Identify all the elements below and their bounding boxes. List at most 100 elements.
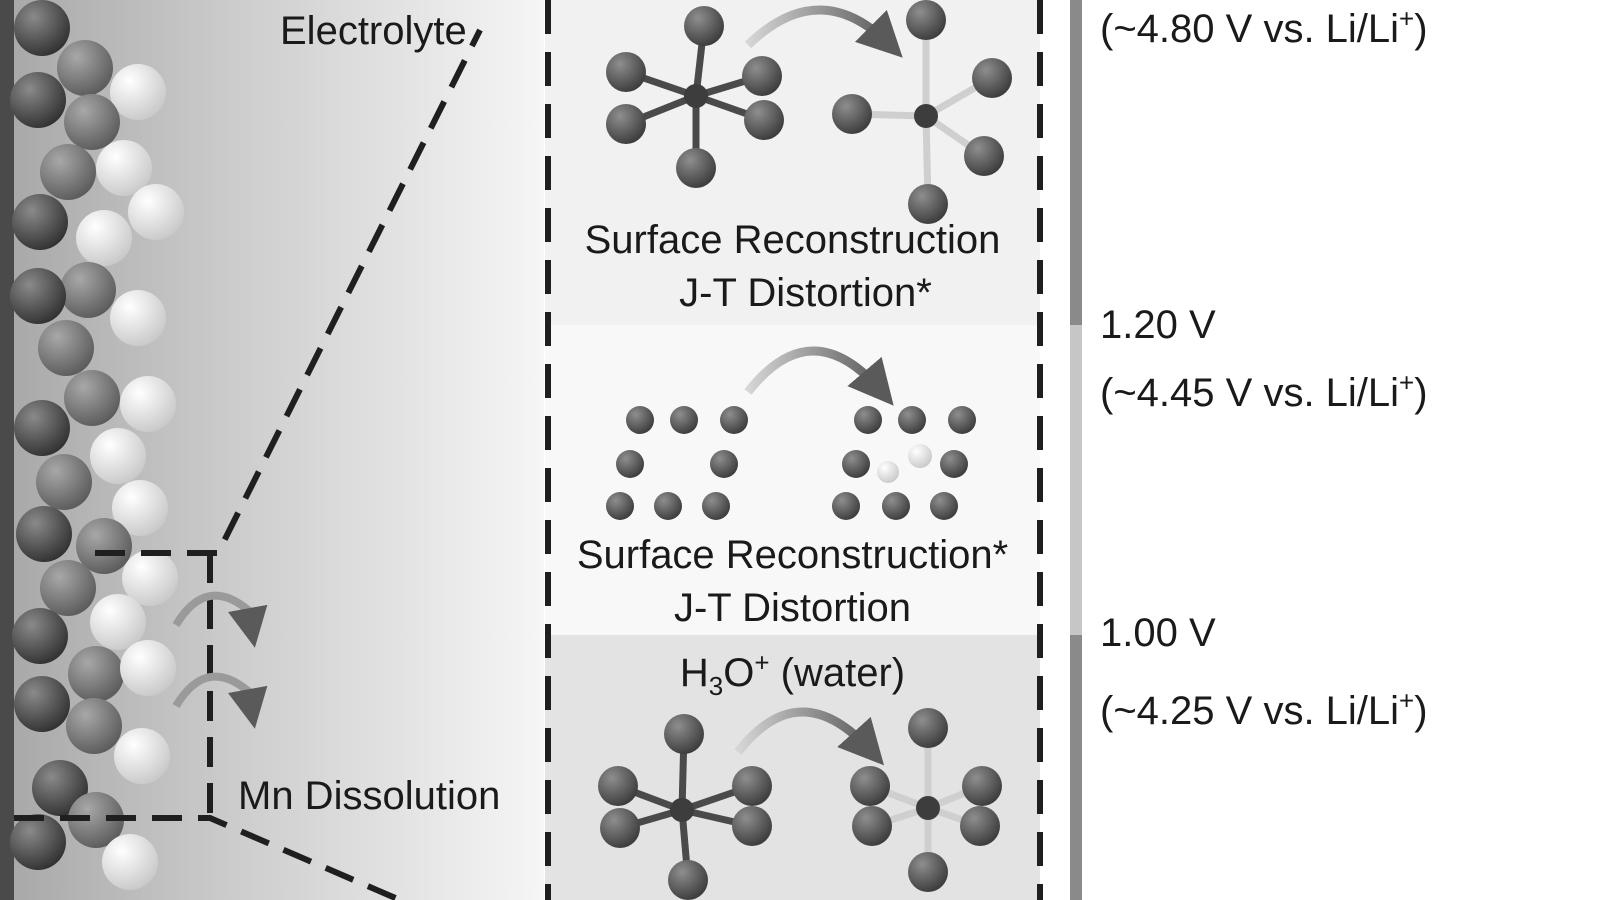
electrode-particle bbox=[10, 72, 66, 128]
atom bbox=[842, 450, 870, 478]
electrode-particle bbox=[66, 698, 122, 754]
electrode-particle bbox=[40, 144, 96, 200]
atom bbox=[930, 492, 958, 520]
voltage-2-main: 1.20 V bbox=[1100, 303, 1216, 347]
atom bbox=[948, 406, 976, 434]
electrode-particle bbox=[110, 64, 166, 120]
atom bbox=[964, 136, 1004, 176]
electrode-particle bbox=[16, 506, 72, 562]
electrolyte-label: Electrolyte bbox=[280, 9, 467, 53]
atom bbox=[626, 406, 654, 434]
electrode-particle bbox=[102, 834, 158, 890]
voltage-3-main: 1.00 V bbox=[1100, 611, 1216, 655]
h3o-subscript: 3 bbox=[708, 671, 724, 701]
atom bbox=[832, 94, 872, 134]
voltage-1-ref-text: (~4.80 V vs. Li/Li bbox=[1100, 7, 1400, 51]
atom bbox=[732, 766, 772, 806]
electrode-particle bbox=[122, 550, 178, 606]
atom bbox=[850, 766, 890, 806]
electrode-particle bbox=[14, 0, 70, 56]
electrode-particle bbox=[10, 268, 66, 324]
voltage-1-ref-close: ) bbox=[1414, 7, 1428, 51]
top-panel-label-line1: Surface Reconstruction bbox=[584, 218, 1001, 262]
atom bbox=[654, 492, 682, 520]
atom bbox=[906, 0, 946, 40]
top-panel-label-line2: J-T Distortion* bbox=[679, 271, 932, 315]
atom bbox=[670, 798, 694, 822]
transition-arrow-middle bbox=[744, 346, 894, 406]
atom bbox=[616, 450, 644, 478]
voltage-2-reference: (~4.45 V vs. Li/Li+) bbox=[1100, 370, 1428, 416]
atom bbox=[908, 444, 932, 468]
atom bbox=[732, 806, 772, 846]
voltage-scale-middle bbox=[1070, 325, 1082, 635]
mn-dissolution-arrow-1 bbox=[172, 591, 268, 648]
atom bbox=[908, 184, 948, 224]
atom bbox=[882, 492, 910, 520]
voltage-scale-bottom bbox=[1070, 635, 1082, 900]
atom bbox=[908, 852, 948, 892]
middle-panel-label-line1: Surface Reconstruction* bbox=[576, 533, 1009, 577]
atom bbox=[676, 148, 716, 188]
electrode-particle bbox=[32, 760, 88, 816]
molecule-structures bbox=[598, 0, 1012, 900]
atom bbox=[670, 406, 698, 434]
h3o-superscript: + bbox=[754, 647, 770, 678]
atom bbox=[606, 492, 634, 520]
atom bbox=[832, 492, 860, 520]
mn-dissolution-label: Mn Dissolution bbox=[238, 774, 501, 818]
transition-arrow-bottom bbox=[734, 707, 885, 766]
voltage-3-reference: (~4.25 V vs. Li/Li+) bbox=[1100, 688, 1428, 734]
atom bbox=[940, 450, 968, 478]
atom bbox=[702, 492, 730, 520]
electrode-backing bbox=[0, 0, 14, 900]
electrode-particles bbox=[10, 0, 184, 890]
atom bbox=[720, 406, 748, 434]
atom bbox=[710, 450, 738, 478]
electrode-particle bbox=[112, 480, 168, 536]
atom bbox=[914, 104, 938, 128]
electrode-particle bbox=[64, 94, 120, 150]
electrode-particle bbox=[90, 594, 146, 650]
electrode-particle bbox=[110, 290, 166, 346]
electrode-particle bbox=[12, 608, 68, 664]
electrode-particle bbox=[12, 194, 68, 250]
atom bbox=[908, 708, 948, 748]
zoom-guide-upper bbox=[95, 28, 483, 556]
voltage-2-ref-text: (~4.45 V vs. Li/Li bbox=[1100, 371, 1400, 415]
atom bbox=[606, 104, 646, 144]
electrode-particle bbox=[114, 728, 170, 784]
electrode-particle bbox=[120, 640, 176, 696]
atom bbox=[606, 52, 646, 92]
middle-panel-label-line2: J-T Distortion bbox=[673, 586, 912, 630]
bottom-panel-label: H3O+ (water) bbox=[545, 647, 1040, 699]
atom bbox=[877, 461, 899, 483]
electrode-particle bbox=[76, 210, 132, 266]
voltage-3-ref-sup: + bbox=[1399, 685, 1415, 716]
transition-arrow-top bbox=[744, 5, 903, 58]
atom bbox=[598, 766, 638, 806]
electrode-particle bbox=[68, 646, 124, 702]
atom bbox=[916, 796, 940, 820]
electrode-particle bbox=[96, 140, 152, 196]
atom bbox=[668, 860, 708, 900]
electrode-particle bbox=[10, 814, 66, 870]
zoom-guide-lower bbox=[14, 815, 402, 900]
mn-dissolution-arrow-2 bbox=[172, 672, 268, 729]
h3o-o: O bbox=[723, 651, 755, 695]
atom bbox=[854, 406, 882, 434]
h3o-h: H bbox=[679, 651, 709, 695]
voltage-3-ref-close: ) bbox=[1414, 689, 1428, 733]
atom bbox=[664, 714, 704, 754]
voltage-scale-top bbox=[1070, 0, 1082, 325]
voltage-2-ref-sup: + bbox=[1399, 367, 1415, 398]
atom bbox=[744, 100, 784, 140]
panel-bottom-background bbox=[545, 635, 1040, 900]
atom bbox=[898, 406, 926, 434]
electrode-particle bbox=[128, 184, 184, 240]
electrode-particle bbox=[64, 370, 120, 426]
electrode-particle bbox=[90, 428, 146, 484]
atom bbox=[684, 84, 708, 108]
voltage-3-ref-text: (~4.25 V vs. Li/Li bbox=[1100, 689, 1400, 733]
